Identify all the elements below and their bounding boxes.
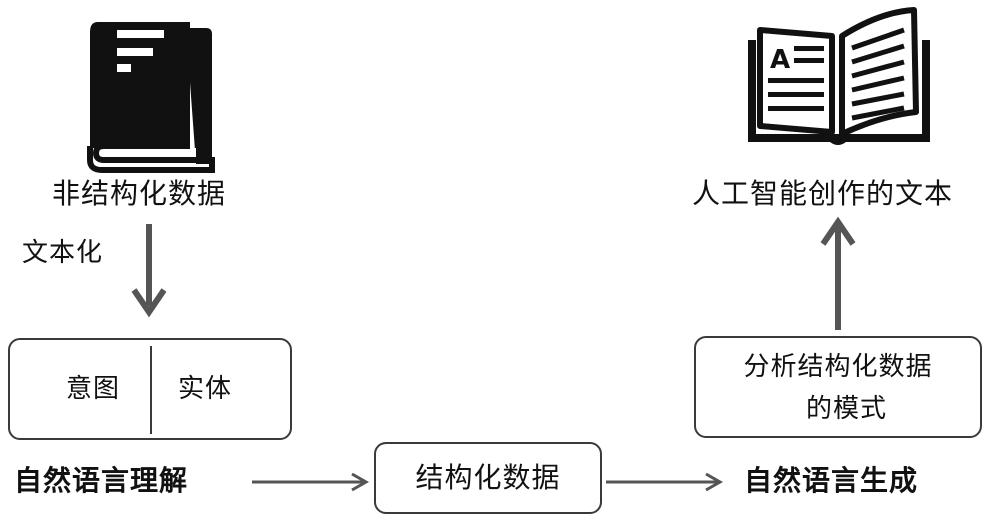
nlu-label: 自然语言理解 <box>14 464 189 497</box>
svg-text:A: A <box>770 45 790 75</box>
textualize-label: 文本化 <box>22 238 104 268</box>
arrow-nlu-to-structured <box>252 472 370 492</box>
arrow-structured-to-nlg <box>606 472 724 492</box>
intent-entity-box: 意图 实体 <box>8 338 292 440</box>
open-book-shape: A <box>748 7 930 145</box>
closed-book-shape <box>87 22 215 173</box>
analyze-pattern-line1: 分析结构化数据 <box>743 352 933 382</box>
nlg-label: 自然语言生成 <box>744 464 919 497</box>
box-divider <box>150 346 152 434</box>
entity-label: 实体 <box>178 374 233 404</box>
unstructured-data-label: 非结构化数据 <box>52 177 227 210</box>
structured-data-box: 结构化数据 <box>374 442 602 514</box>
ai-text-label: 人工智能创作的文本 <box>692 177 954 210</box>
intent-label: 意图 <box>66 374 121 404</box>
analyze-pattern-box: 分析结构化数据 的模式 <box>694 336 982 438</box>
arrow-up-to-ai-text <box>820 216 856 330</box>
structured-data-label: 结构化数据 <box>415 461 561 494</box>
arrow-down-textualize <box>131 224 167 318</box>
analyze-pattern-line2: 的模式 <box>806 394 888 424</box>
